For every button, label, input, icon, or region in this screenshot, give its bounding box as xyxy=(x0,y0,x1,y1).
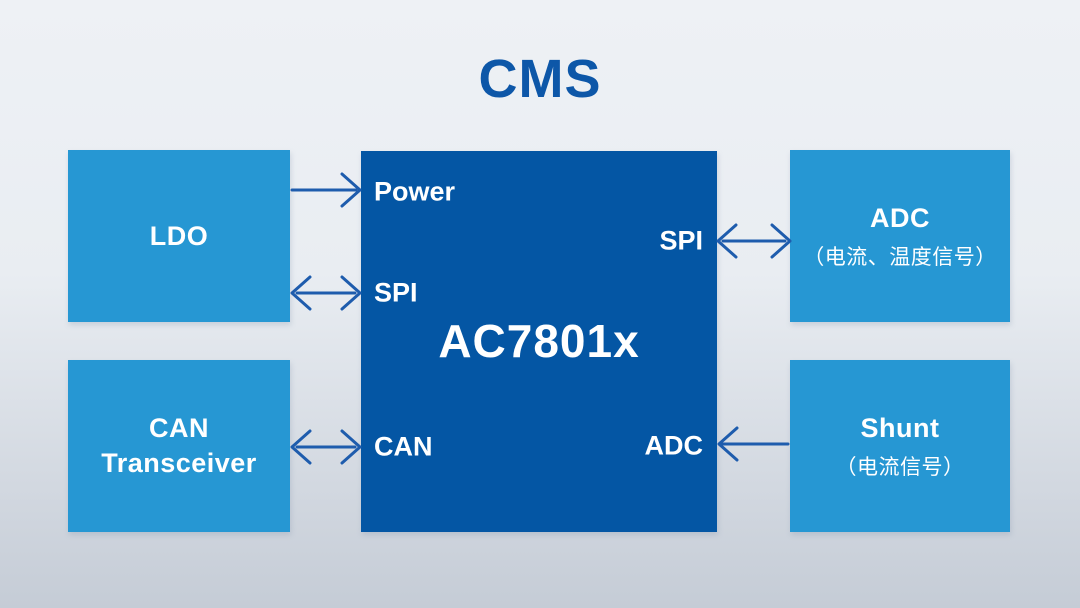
block-adc-subtitle: （电流、温度信号） xyxy=(803,246,997,269)
block-shunt-subtitle: （电流信号） xyxy=(835,456,965,479)
port-power-label: Power xyxy=(374,176,456,207)
port-spi-left-label: SPI xyxy=(374,277,418,308)
block-ldo: LDO xyxy=(68,150,290,322)
block-shunt-label: Shunt xyxy=(860,413,940,443)
block-can-transceiver-label-line1: CAN xyxy=(149,413,209,443)
block-shunt: Shunt （电流信号） xyxy=(790,360,1010,532)
block-ldo-label: LDO xyxy=(149,220,209,251)
port-can-label: CAN xyxy=(374,431,433,462)
diagram-title: CMS xyxy=(478,49,602,109)
block-can-transceiver: CAN Transceiver xyxy=(68,360,290,532)
port-adc-label: ADC xyxy=(644,430,704,461)
port-spi-right-label: SPI xyxy=(659,225,703,256)
block-can-transceiver-label-line2: Transceiver xyxy=(101,448,257,478)
block-adc-label: ADC xyxy=(870,203,930,233)
block-ac7801x: Power SPI SPI CAN ADC AC7801x xyxy=(361,151,717,532)
arrow-ldo-spi-bidirectional xyxy=(290,275,362,311)
arrow-can-transceiver-can-bidirectional xyxy=(290,429,362,465)
arrow-ldo-to-power xyxy=(290,172,362,208)
arrow-shunt-to-adc xyxy=(717,426,790,462)
block-adc: ADC （电流、温度信号） xyxy=(790,150,1010,322)
arrow-spi-adc-bidirectional xyxy=(716,223,792,259)
chip-name-label: AC7801x xyxy=(438,315,640,367)
